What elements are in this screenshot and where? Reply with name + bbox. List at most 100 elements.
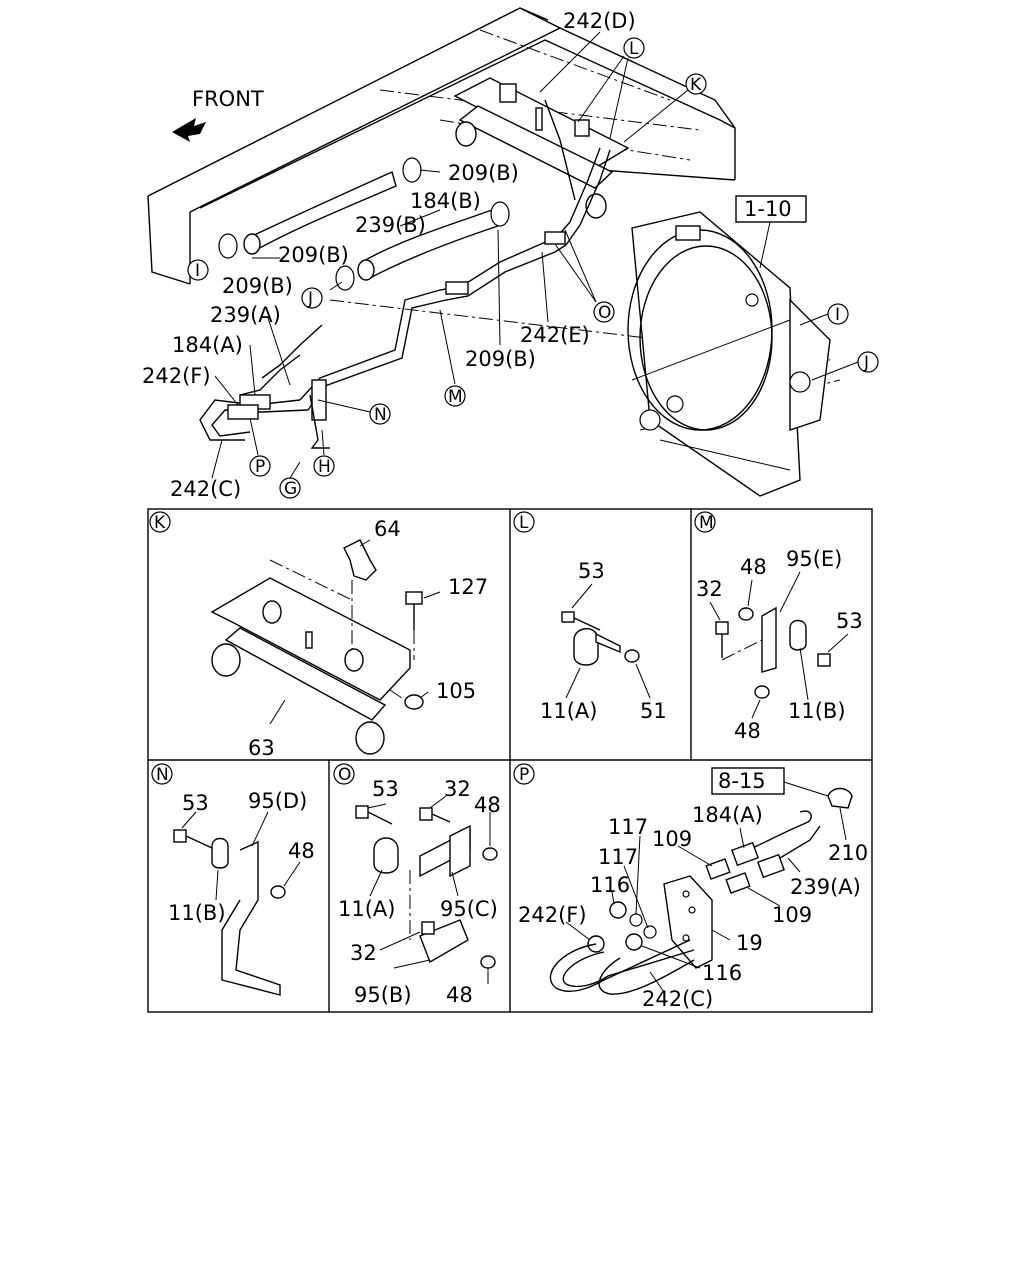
main-assembly-view: FRONT 1-10 xyxy=(142,7,879,501)
clip-210 xyxy=(827,787,853,809)
ref-box-radiator xyxy=(735,195,807,223)
panel-o-label-95b: 95(B) xyxy=(354,983,412,1007)
marker-o: O xyxy=(598,303,611,323)
callout-209b-top: 209(B) xyxy=(448,161,519,185)
clamp-209b-top xyxy=(402,157,422,183)
nut-48-o-top xyxy=(482,847,498,861)
pipe-242c-p xyxy=(598,957,695,995)
ref-clip: 8-15 xyxy=(718,769,766,793)
panel-o-label-95c: 95(C) xyxy=(440,897,498,921)
panel-p-label-210: 210 xyxy=(828,841,868,865)
panel-m-label-32: 32 xyxy=(696,577,723,601)
bracket-95e xyxy=(761,606,777,673)
panel-p-label-117-bottom: 117 xyxy=(598,845,638,869)
marker-i-radiator: I xyxy=(835,305,840,325)
callout-242d: 242(D) xyxy=(563,9,636,33)
ref-radiator: 1-10 xyxy=(744,197,792,221)
pipe-242f-p xyxy=(549,939,691,992)
nut-116-bottom xyxy=(625,933,643,951)
panel-p-label-242c: 242(C) xyxy=(642,987,713,1011)
clamp-209b-right xyxy=(490,201,510,227)
hose-239b xyxy=(246,171,397,251)
panel-n-label-53: 53 xyxy=(182,791,209,815)
nut-48-n xyxy=(270,885,286,899)
nut-48-bottom xyxy=(754,685,770,699)
oil-cooler-top xyxy=(453,77,630,219)
detail-panels-grid xyxy=(147,508,873,1013)
callout-184a: 184(A) xyxy=(172,333,243,357)
panel-k-label-64: 64 xyxy=(374,517,401,541)
clip-117-bottom xyxy=(643,925,657,939)
panel-o-label-53: 53 xyxy=(372,777,399,801)
bracket-19 xyxy=(663,875,713,969)
oil-pipes xyxy=(199,99,611,449)
panel-m-label-53: 53 xyxy=(836,609,863,633)
panel-o-label-32-bottom: 32 xyxy=(350,941,377,965)
panel-n-label-11b: 11(B) xyxy=(168,901,226,925)
clamp-11a xyxy=(573,628,599,666)
bolt-53-o xyxy=(355,805,369,819)
marker-g: G xyxy=(284,479,297,499)
bolt-53 xyxy=(561,611,575,623)
nut-105 xyxy=(404,694,424,710)
bolt-53-n xyxy=(173,829,187,843)
callout-242c: 242(C) xyxy=(170,477,241,501)
panel-m-tag: M xyxy=(699,513,714,533)
front-arrow: FRONT xyxy=(172,87,264,142)
clamp-11b xyxy=(789,619,807,651)
panel-p-label-109-bottom: 109 xyxy=(772,903,812,927)
panel-l-label-53: 53 xyxy=(578,559,605,583)
nut-48-o-bottom xyxy=(480,955,496,969)
fitting-109-bottom xyxy=(725,872,751,894)
callout-184b: 184(B) xyxy=(410,189,481,213)
panel-o: O 53 32 48 11(A) 95(C) 32 95(B) 48 xyxy=(333,763,501,1007)
panel-n: N 53 95(D) 48 11(B) xyxy=(151,763,315,996)
panel-n-tag: N xyxy=(156,765,169,785)
ref-box-clip xyxy=(711,767,785,795)
callout-242e: 242(E) xyxy=(520,323,590,347)
clamp-209b-mid xyxy=(335,265,355,291)
front-label: FRONT xyxy=(192,87,264,111)
panel-p-label-109-top: 109 xyxy=(652,827,692,851)
letter-markers: L K I J O M N P G H I J xyxy=(187,37,879,499)
panel-o-label-48-top: 48 xyxy=(474,793,501,817)
panel-l-tag: L xyxy=(519,513,529,533)
panel-o-label-11a: 11(A) xyxy=(338,897,395,921)
marker-k: K xyxy=(690,75,702,95)
panel-o-tag: O xyxy=(338,765,351,785)
panel-m-label-11b: 11(B) xyxy=(788,699,846,723)
callout-209b-mid: 209(B) xyxy=(278,243,349,267)
panel-p-tag: P xyxy=(519,765,529,785)
panel-l: L 53 51 11(A) xyxy=(513,511,667,723)
clamp-11b-n xyxy=(211,837,229,869)
panel-m-label-48-top: 48 xyxy=(740,555,767,579)
panel-k-label-63: 63 xyxy=(248,736,275,760)
panel-k-label-105: 105 xyxy=(436,679,476,703)
bolt-32-o-top xyxy=(419,807,433,821)
panel-p-label-184a: 184(A) xyxy=(692,803,763,827)
bolt-127 xyxy=(405,591,423,605)
panel-n-label-95d: 95(D) xyxy=(248,789,307,813)
callout-239a: 239(A) xyxy=(210,303,281,327)
fitting-64 xyxy=(343,539,377,581)
callout-209b-left: 209(B) xyxy=(222,274,293,298)
nut-51 xyxy=(624,649,640,663)
panel-m-label-48-bottom: 48 xyxy=(734,719,761,743)
clamp-11a-o xyxy=(373,837,399,874)
panel-p-label-242f: 242(F) xyxy=(518,903,587,927)
clamp-209b-left xyxy=(218,233,238,259)
panel-p: P 8-15 117 184(A) 1 xyxy=(513,763,868,1011)
panel-o-label-48-bottom: 48 xyxy=(446,983,473,1007)
marker-j-radiator: J xyxy=(863,353,869,373)
panel-k-tag: K xyxy=(154,513,166,533)
panel-p-label-116-top: 116 xyxy=(590,873,630,897)
panel-m-label-95e: 95(E) xyxy=(786,547,842,571)
bolt-32 xyxy=(715,621,729,635)
callout-leaders xyxy=(211,31,859,479)
panel-l-label-51: 51 xyxy=(640,699,667,723)
panel-o-label-32-top: 32 xyxy=(444,777,471,801)
marker-j: J xyxy=(307,289,313,309)
panel-m: M 32 48 95(E) 53 11(B) 48 xyxy=(694,511,863,743)
panel-k: K 64 127 105 63 xyxy=(149,511,488,760)
